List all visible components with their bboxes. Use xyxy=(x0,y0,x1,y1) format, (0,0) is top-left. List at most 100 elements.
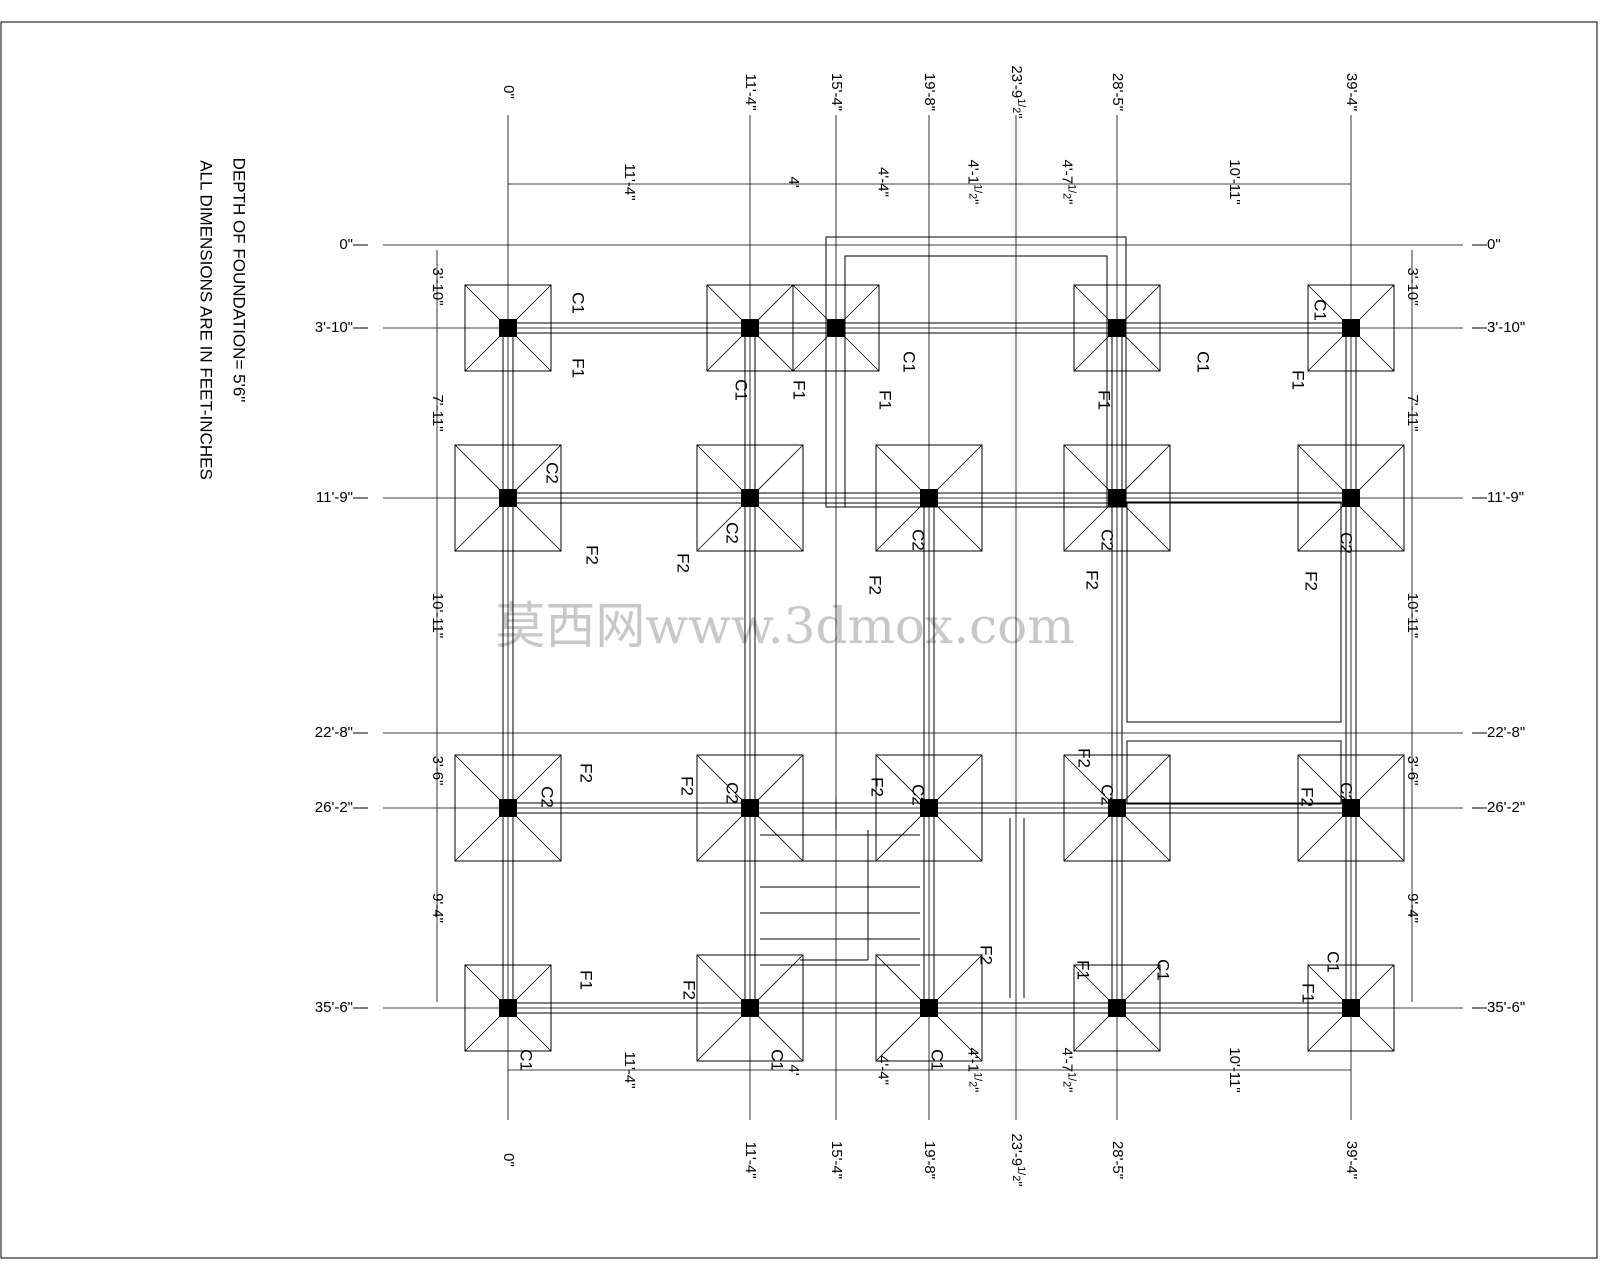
grid-label-bottom: 23'-91/2" xyxy=(1008,1133,1027,1186)
column xyxy=(499,319,517,337)
footing-f1 xyxy=(1307,284,1395,372)
col-tag-c1: C1 xyxy=(768,1049,787,1071)
footing-tag-f2: F2 xyxy=(1298,787,1317,807)
grid-label-top: 11'-4" xyxy=(742,73,759,110)
watermark-text: 莫西网www.3dmox.com xyxy=(495,597,1074,655)
dim-label-h: 4' xyxy=(785,1064,802,1075)
note-depth: DEPTH OF FOUNDATION= 5'6" xyxy=(230,158,249,403)
col-tag-c1: C1 xyxy=(1154,959,1173,981)
footing-f2 xyxy=(875,954,983,1062)
column xyxy=(1108,799,1126,817)
dim-label-h: 10'-11" xyxy=(1226,1047,1243,1092)
grid-label-left: 26'-2"— xyxy=(315,799,368,816)
grid-label-left: 11'-9"— xyxy=(316,489,368,506)
column xyxy=(920,799,938,817)
grid-label-top: 15'-4" xyxy=(828,73,845,111)
col-tag-c1: C1 xyxy=(928,1049,947,1071)
dim-label-h: 4'-11/2" xyxy=(965,160,984,205)
col-tag-c2: C2 xyxy=(723,522,742,544)
footing-f1 xyxy=(1307,964,1395,1052)
footing-tag-f2: F2 xyxy=(680,980,699,1000)
footing-tag-f2: F2 xyxy=(1302,571,1321,591)
footing-tag-f2: F2 xyxy=(868,777,887,797)
footing-f2 xyxy=(454,444,562,552)
dim-label-v: 10'-11" xyxy=(1404,593,1421,638)
dimension-lines: 11'-4"4'4'-4"4'-11/2"4'-71/2"10'-11"11'-… xyxy=(429,159,1421,1092)
column xyxy=(741,799,759,817)
col-tag-c1: C1 xyxy=(517,1049,536,1071)
dim-label-h: 4' xyxy=(785,176,802,187)
dim-label-v: 7'-11" xyxy=(1404,394,1421,431)
col-tag-c1: C1 xyxy=(732,379,751,401)
column xyxy=(1342,489,1360,507)
dim-label-v: 3'-10" xyxy=(1404,267,1421,305)
grid-label-bottom: 0" xyxy=(500,1153,517,1167)
grid-label-right: —0" xyxy=(1472,236,1501,253)
column xyxy=(499,999,517,1017)
footing-f2 xyxy=(875,444,983,552)
dim-label-v: 7'-11" xyxy=(429,394,446,431)
grid-label-bottom: 11'-4" xyxy=(742,1141,759,1178)
columns xyxy=(499,319,1360,1017)
footing-f2 xyxy=(454,754,562,862)
footing-tag-f2: F2 xyxy=(583,545,602,565)
footings xyxy=(454,284,1405,1062)
dim-label-h: 4'-11/2" xyxy=(965,1048,984,1093)
watermark: 莫西网www.3dmox.com xyxy=(495,597,1074,655)
note-units: ALL DIMENSIONS ARE IN FEET-INCHES xyxy=(197,160,216,480)
grid-label-bottom: 19'-8" xyxy=(921,1141,938,1179)
footing-tag-f2: F2 xyxy=(977,945,996,965)
dim-label-v: 3'-6" xyxy=(429,756,446,786)
grid-label-top: 39'-4" xyxy=(1343,73,1360,111)
sheet-border xyxy=(0,21,1598,1259)
dim-label-v: 3'-6" xyxy=(1404,756,1421,786)
grid-label-bottom: 39'-4" xyxy=(1343,1141,1360,1179)
room-outline-lower xyxy=(1126,740,1342,805)
grid-label-top: 19'-8" xyxy=(921,73,938,111)
grid-label-left: 22'-8"— xyxy=(315,724,368,741)
footing-tag-f2: F2 xyxy=(678,776,697,796)
col-tag-c2: C2 xyxy=(909,529,928,551)
footing-tag-f2: F2 xyxy=(577,763,596,783)
room-outline-upper xyxy=(1126,501,1342,723)
footing-tag-f1: F1 xyxy=(790,380,809,400)
dim-label-h: 4'-4" xyxy=(875,167,892,197)
grid-label-top: 28'-5" xyxy=(1109,73,1126,111)
footing-f1 xyxy=(792,284,880,372)
structure xyxy=(502,236,1357,1014)
col-tag-c2: C2 xyxy=(909,784,928,806)
footing-f1 xyxy=(464,964,552,1052)
column xyxy=(741,999,759,1017)
footing-tag-f2: F2 xyxy=(866,575,885,595)
grid-label-top: 23'-91/2" xyxy=(1008,65,1027,118)
column xyxy=(1108,489,1126,507)
column xyxy=(499,489,517,507)
footing-f2 xyxy=(696,444,804,552)
column xyxy=(1108,319,1126,337)
footing-f1 xyxy=(1073,964,1161,1052)
footing-tag-f2: F2 xyxy=(1083,570,1102,590)
footing-tag-f1: F1 xyxy=(1074,960,1093,980)
column xyxy=(1108,999,1126,1017)
grid-label-bottom: 28'-5" xyxy=(1109,1141,1126,1179)
dim-label-h: 4'-4" xyxy=(875,1055,892,1085)
col-tag-c2: C2 xyxy=(1337,782,1356,804)
grid-lines: 0"0"11'-4"11'-4"15'-4"15'-4"19'-8"19'-8"… xyxy=(315,65,1525,1186)
footing-f2 xyxy=(696,754,804,862)
footing-f2 xyxy=(1063,444,1171,552)
column xyxy=(1342,999,1360,1017)
col-tag-c2: C2 xyxy=(543,462,562,484)
column xyxy=(1342,319,1360,337)
col-tag-c1: C1 xyxy=(569,292,588,314)
column xyxy=(499,799,517,817)
col-tag-c2: C2 xyxy=(1098,529,1117,551)
shaft-outline-outer xyxy=(825,236,1127,508)
grid-label-right: —22'-8" xyxy=(1472,724,1525,741)
col-tag-c2: C2 xyxy=(723,782,742,804)
column xyxy=(920,489,938,507)
footing-tag-f1: F1 xyxy=(1299,983,1318,1003)
col-tag-c2: C2 xyxy=(1098,784,1117,806)
